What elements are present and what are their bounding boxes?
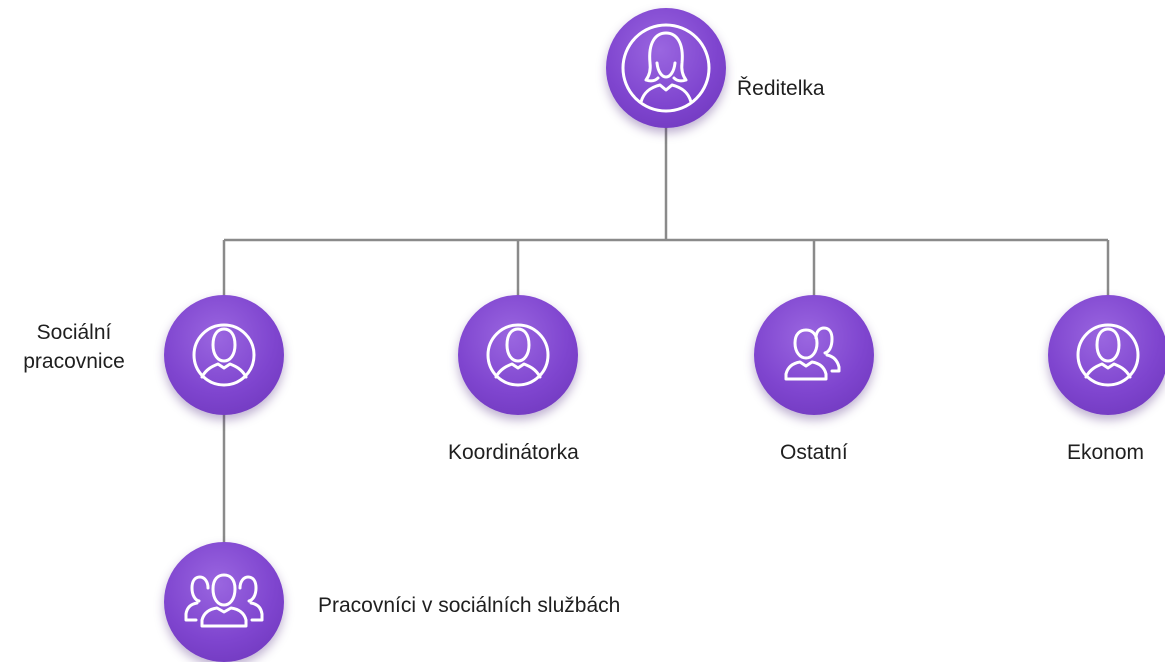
person-icon: [192, 323, 256, 387]
person-icon: [1076, 323, 1140, 387]
social-worker-label: Sociální pracovnice: [8, 318, 140, 377]
person-icon: [486, 323, 550, 387]
social-services-workers-label: Pracovníci v sociálních službách: [318, 594, 621, 617]
director-label: Ředitelka: [737, 77, 825, 100]
others-node[interactable]: [754, 295, 874, 415]
group-icon: [184, 573, 264, 628]
social-worker-label-line2: pracovnice: [23, 350, 125, 374]
economist-node[interactable]: [1048, 295, 1165, 415]
coordinator-node[interactable]: [458, 295, 578, 415]
economist-label: Ekonom: [1067, 441, 1145, 464]
social-worker-node[interactable]: [164, 295, 284, 415]
coordinator-label: Koordinátorka: [448, 441, 579, 464]
social-worker-label-line1: Sociální: [36, 321, 112, 344]
others-label: Ostatní: [780, 441, 848, 464]
two-people-icon: [784, 326, 841, 381]
woman-icon: [621, 23, 711, 113]
director-node[interactable]: [606, 8, 726, 128]
social-services-workers-node[interactable]: [164, 542, 284, 662]
